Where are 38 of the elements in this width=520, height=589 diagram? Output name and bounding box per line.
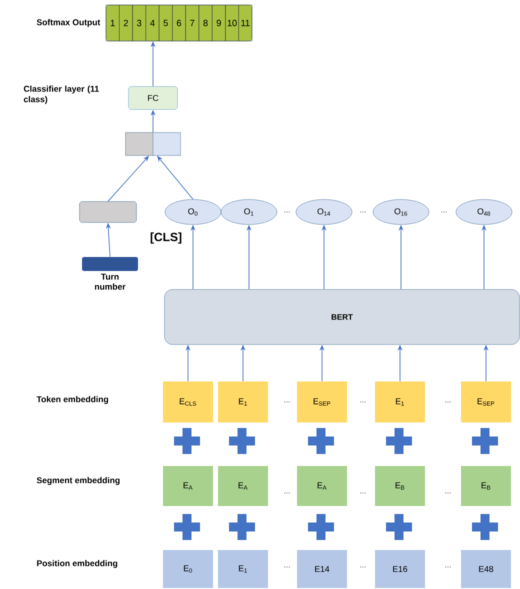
segment-embedding-box: E$_{B}$ — [461, 466, 511, 506]
concat-box — [125, 132, 181, 156]
output-cell: 4 — [146, 4, 160, 42]
token-embedding-box: E$_{1}$ — [375, 382, 425, 422]
output-cell: 7 — [185, 4, 200, 42]
output-cell: 6 — [172, 4, 186, 42]
output-cell: 11 — [238, 4, 252, 42]
position-embedding-box: E14 — [297, 550, 347, 588]
segment-embedding-box: E$_{A}$ — [297, 466, 347, 506]
output-cell: 10 — [225, 4, 239, 42]
position-embedding-box: E16 — [375, 550, 425, 588]
output-cell: 1 — [106, 4, 120, 42]
feature-box — [79, 201, 137, 223]
row-label: Segment embedding — [36, 477, 120, 485]
bert-box: BERT — [164, 289, 520, 345]
node-label: Softmax Output — [36, 19, 100, 27]
layer-label: Classifier layer (11 class) — [24, 86, 99, 104]
output-cell: 2 — [119, 4, 133, 42]
position-embedding-box: E$_{0}$ — [163, 550, 213, 588]
output-cell: 8 — [198, 4, 212, 42]
output-cell: 9 — [212, 4, 226, 42]
segment-embedding-box: E$_{B}$ — [375, 466, 425, 506]
position-embedding-box: E$_{1}$ — [218, 550, 268, 588]
segment-embedding-box: E$_{A}$ — [218, 466, 268, 506]
token-embedding-box: E$_{SEP}$ — [461, 382, 511, 422]
turn-number-box: Turn number — [82, 257, 138, 290]
token-embedding-box: E$_{1}$ — [218, 382, 268, 422]
cls-label: [CLS] — [150, 232, 182, 244]
token-embedding-box: E$_{SEP}$ — [297, 382, 347, 422]
output-cell: 5 — [158, 4, 173, 42]
segment-embedding-box: E$_{A}$ — [163, 466, 213, 506]
row-label: Position embedding — [37, 560, 118, 568]
row-label: Token embedding — [36, 396, 108, 404]
token-embedding-box: E$_{CLS}$ — [163, 382, 213, 422]
fc-layer-box: FC — [128, 86, 178, 110]
node-label: Turn number — [94, 274, 126, 290]
position-embedding-box: E48 — [461, 550, 511, 588]
output-cell: 3 — [132, 4, 146, 42]
